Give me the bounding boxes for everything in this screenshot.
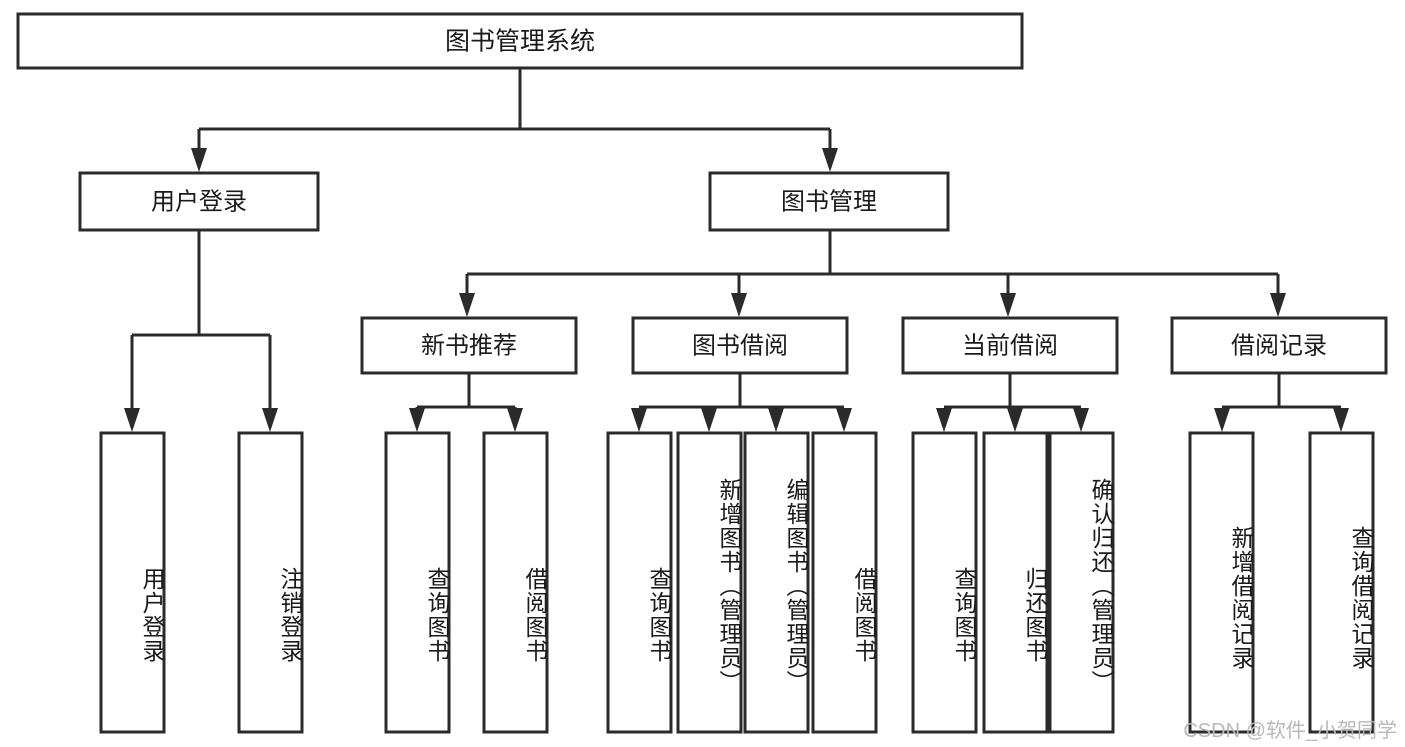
node-new-book-recommend[interactable]: 新书推荐 — [360, 316, 578, 375]
arrowhead-current-borrow — [1000, 293, 1016, 317]
node-root-label: 图书管理系统 — [445, 28, 595, 56]
node-user-login[interactable]: 用户登录 — [78, 171, 320, 232]
arrowhead-book-borrow — [731, 293, 747, 317]
arrowhead-leaf-query-book-2 — [631, 408, 647, 432]
arrowhead-leaf-add-record — [1214, 408, 1230, 432]
node-book-manage-label: 图书管理 — [781, 188, 877, 215]
arrowhead-leaf-user-login — [124, 408, 140, 432]
node-new-book-recommend-label: 新书推荐 — [421, 332, 517, 359]
arrowhead-leaf-add-book — [701, 408, 717, 432]
arrowhead-leaf-edit-book — [768, 408, 784, 432]
node-book-borrow-label: 图书借阅 — [692, 332, 788, 359]
leaf-box-borrow-book-2[interactable] — [811, 431, 878, 734]
node-book-manage[interactable]: 图书管理 — [708, 171, 950, 232]
leaf-box-add-book[interactable] — [676, 431, 743, 734]
leaf-box-return-book[interactable] — [982, 431, 1049, 734]
leaf-box-layer — [99, 431, 1375, 734]
arrowhead-leaf-user-logout — [262, 408, 278, 432]
node-current-borrow[interactable]: 当前借阅 — [901, 316, 1119, 375]
arrowhead-leaf-confirm-return — [1073, 408, 1089, 432]
leaf-box-user-logout[interactable] — [237, 431, 304, 734]
node-user-login-label: 用户登录 — [151, 188, 247, 215]
arrowhead-leaf-borrow-book-2 — [836, 408, 852, 432]
arrowhead-borrow-record — [1270, 293, 1286, 317]
node-borrow-record[interactable]: 借阅记录 — [1170, 316, 1388, 375]
node-borrow-record-label: 借阅记录 — [1231, 332, 1327, 359]
leaf-box-confirm-return[interactable] — [1048, 431, 1115, 734]
leaf-box-add-record[interactable] — [1188, 431, 1255, 734]
leaf-box-user-login[interactable] — [99, 431, 166, 734]
node-root[interactable]: 图书管理系统 — [16, 12, 1024, 70]
leaf-box-query-record[interactable] — [1308, 431, 1375, 734]
node-book-borrow[interactable]: 图书借阅 — [631, 316, 849, 375]
leaf-box-query-book-2[interactable] — [606, 431, 673, 734]
arrowhead-leaf-query-record — [1333, 408, 1349, 432]
arrowhead-leaf-query-book-3 — [936, 408, 952, 432]
arrowhead-user-login — [191, 148, 207, 172]
leaf-box-edit-book[interactable] — [743, 431, 810, 734]
arrowhead-leaf-query-book-1 — [409, 408, 425, 432]
arrowhead-leaf-return-book — [1007, 408, 1023, 432]
arrowhead-new-book-recommend — [459, 293, 475, 317]
leaf-box-borrow-book-1[interactable] — [482, 431, 549, 734]
leaf-box-query-book-3[interactable] — [911, 431, 978, 734]
arrowhead-leaf-borrow-book-1 — [507, 408, 523, 432]
node-current-borrow-label: 当前借阅 — [962, 332, 1058, 359]
leaf-box-query-book-1[interactable] — [384, 431, 451, 734]
connector-layer — [124, 68, 1349, 432]
arrowhead-book-manage — [822, 148, 838, 172]
